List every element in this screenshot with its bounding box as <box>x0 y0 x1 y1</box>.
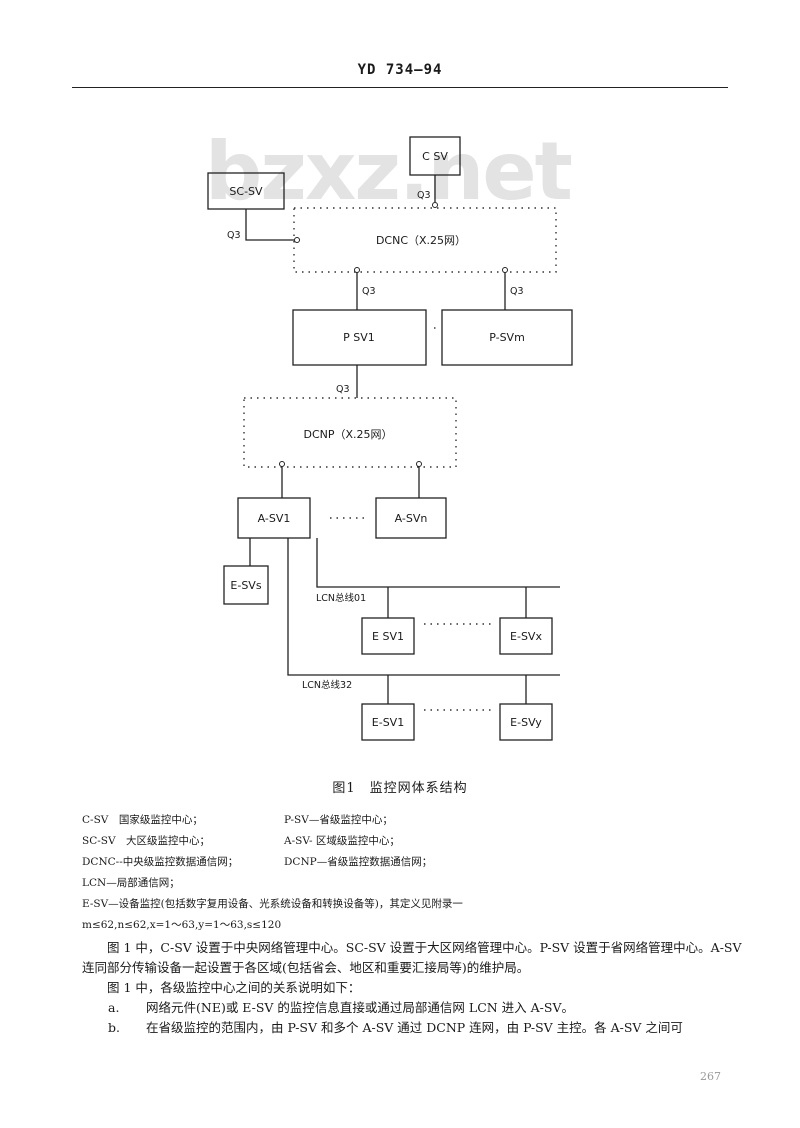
dcnc-boundary <box>293 207 557 273</box>
e-sv1b-label: E-SV1 <box>372 716 404 729</box>
paragraph: 图 1 中，C-SV 设置于中央网络管理中心。SC-SV 设置于大区网络管理中心… <box>82 940 742 975</box>
a-sv1-box <box>237 497 311 539</box>
dcnp-label: DCNP（X.25网） <box>303 428 392 441</box>
list-text: 网络元件(NE)或 E-SV 的监控信息直接或通过局部通信网 LCN 进入 A-… <box>146 1000 574 1015</box>
figure-caption: 图1 监控网体系结构 <box>332 781 468 796</box>
q3-label-dcnp: Q3 <box>336 384 350 395</box>
p-sv1-box <box>292 309 427 366</box>
c-sv-label: C SV <box>422 150 448 163</box>
legend-row: SC-SV 大区级监控中心； A-SV- 区域级监控中心； <box>82 833 742 854</box>
a-sv1-label: A-SV1 <box>258 512 291 525</box>
list-text: 在省级监控的范围内，由 P-SV 和多个 A-SV 通过 DCNP 连网，由 P… <box>146 1020 683 1035</box>
q3-label-csv: Q3 <box>417 190 431 201</box>
e-sv1-label: E SV1 <box>372 630 404 643</box>
q3-label-psvm: Q3 <box>510 286 524 297</box>
e-svy-label: E-SVy <box>510 716 542 729</box>
a-svn-label: A-SVn <box>395 512 428 525</box>
legend-row: C-SV 国家级监控中心； P-SV—省级监控中心； <box>82 812 742 833</box>
access-points <box>279 202 508 467</box>
legend-line: LCN—局部通信网； <box>82 877 180 889</box>
dcnp-boundary <box>243 397 457 468</box>
dotted-networks <box>243 207 557 711</box>
list-item: a. 网络元件(NE)或 E-SV 的监控信息直接或通过局部通信网 LCN 进入… <box>82 998 742 1018</box>
lcn32-label: LCN总线32 <box>302 679 352 691</box>
header-rule <box>72 87 728 88</box>
watermark: bzxz.net <box>205 125 573 218</box>
list-marker: a. <box>108 1000 120 1015</box>
e-svs-box <box>223 565 269 605</box>
dcnc-label: DCNC（X.25网） <box>376 234 466 247</box>
q3-label-psv1: Q3 <box>362 286 376 297</box>
legend-left: DCNC--中央级监控数据通信网； <box>82 856 239 868</box>
legend-left: C-SV 国家级监控中心； <box>82 814 203 826</box>
legend-row: DCNC--中央级监控数据通信网； DCNP—省级监控数据通信网； <box>82 854 742 875</box>
page-number: 267 <box>700 1070 721 1083</box>
legend: C-SV 国家级监控中心； P-SV—省级监控中心； SC-SV 大区级监控中心… <box>82 812 742 938</box>
diagram-lines <box>207 136 573 741</box>
a-svn-box <box>375 497 447 539</box>
network-diagram: C SV SC-SV P SV1 P-SVm A-SV1 A-SVn E-SVs… <box>207 136 573 741</box>
e-svs-label: E-SVs <box>230 579 261 592</box>
p-svm-label: P-SVm <box>489 331 525 344</box>
paragraph: 图 1 中，各级监控中心之间的关系说明如下： <box>107 980 361 995</box>
document-header: YD 734—94 <box>357 62 443 78</box>
legend-line: m≤62,n≤62,x=1～63,y=1～63,s≤120 <box>82 919 282 931</box>
legend-right: P-SV—省级监控中心； <box>284 814 393 826</box>
lcn01-label: LCN总线01 <box>316 592 366 604</box>
e-svx-label: E-SVx <box>510 630 542 643</box>
legend-left: SC-SV 大区级监控中心； <box>82 835 211 847</box>
legend-right: A-SV- 区域级监控中心； <box>284 835 400 847</box>
list-marker: b. <box>108 1020 120 1035</box>
p-svm-box <box>441 309 573 366</box>
legend-line: E-SV—设备监控(包括数字复用设备、光系统设备和转换设备等)，其定义见附录一 <box>82 898 463 910</box>
legend-right: DCNP—省级监控数据通信网； <box>284 856 433 868</box>
list-item: b. 在省级监控的范围内，由 P-SV 和多个 A-SV 通过 DCNP 连网，… <box>82 1018 742 1038</box>
sc-sv-label: SC-SV <box>229 185 263 198</box>
q3-label-scsv: Q3 <box>227 230 241 241</box>
p-sv1-label: P SV1 <box>343 331 375 344</box>
body-text: 图 1 中，C-SV 设置于中央网络管理中心。SC-SV 设置于大区网络管理中心… <box>82 938 742 1038</box>
